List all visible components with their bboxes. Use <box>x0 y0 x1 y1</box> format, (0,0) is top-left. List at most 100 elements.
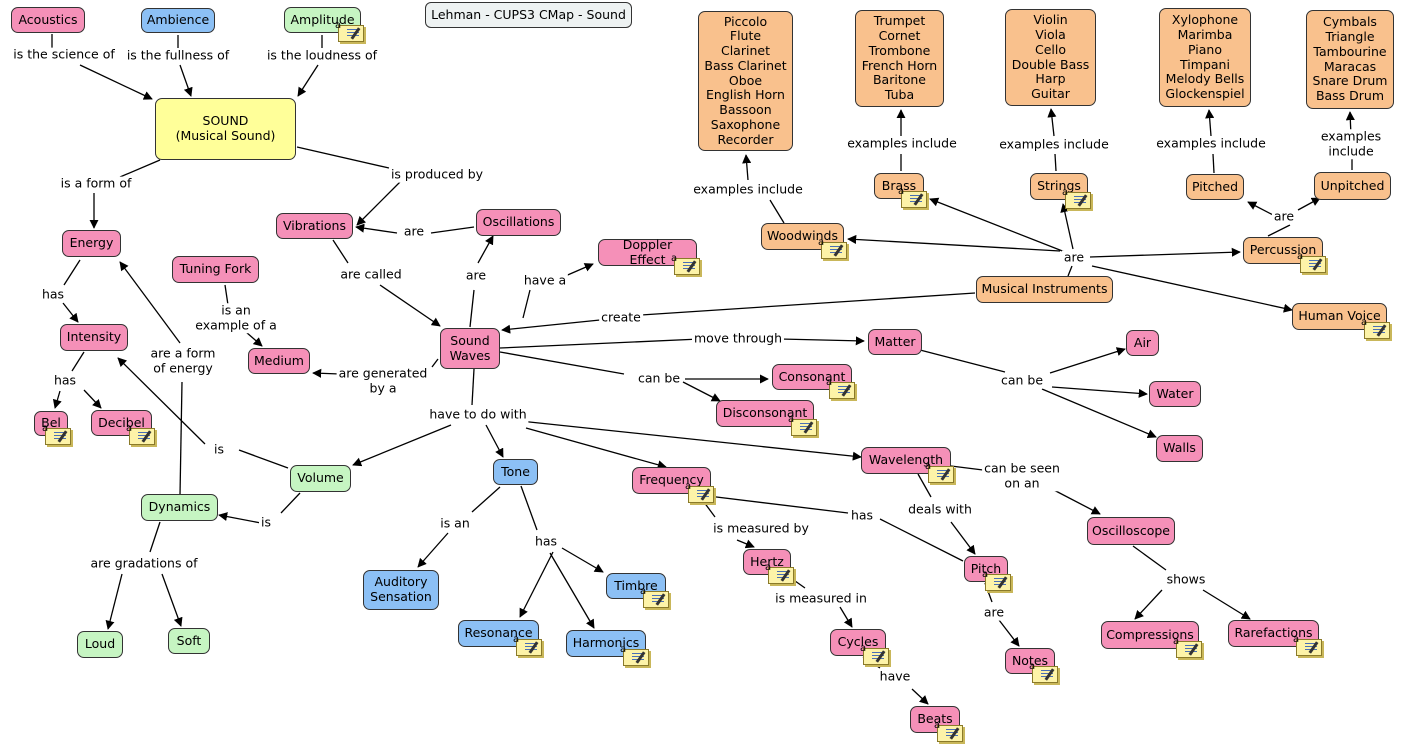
concept-consonant[interactable]: Consonant <box>772 364 852 390</box>
connector-line <box>430 226 475 234</box>
concept-tone[interactable]: Tone <box>493 459 538 485</box>
link-tone-has: has <box>532 533 560 550</box>
annotation-note-icon[interactable]: a <box>513 634 542 656</box>
annotation-note-icon[interactable]: a <box>126 423 155 445</box>
annotation-note-icon[interactable]: a <box>1297 251 1326 273</box>
connector-line <box>224 284 229 306</box>
concept-oscilloscope[interactable]: Oscilloscope <box>1087 517 1175 545</box>
link-loudness-of: is the loudness of <box>264 47 380 64</box>
concept-sound[interactable]: SOUND (Musical Sound) <box>155 98 296 160</box>
connector-line <box>218 512 262 524</box>
concept-unpitched-examples[interactable]: Cymbals Triangle Tambourine Maracas Snar… <box>1306 10 1394 109</box>
link-are-called: are called <box>338 266 404 283</box>
concept-tuning-fork[interactable]: Tuning Fork <box>172 256 259 283</box>
concept-doppler-effect[interactable]: Doppler Effect <box>598 237 697 266</box>
connector-line <box>1247 201 1276 217</box>
connector-line <box>1054 153 1057 172</box>
connector-line <box>1297 197 1321 211</box>
connector-line <box>312 368 341 378</box>
annotation-note-icon[interactable]: a <box>788 414 817 436</box>
concept-pitched[interactable]: Pitched <box>1186 174 1244 200</box>
concept-musical-instruments[interactable]: Musical Instruments <box>976 276 1113 303</box>
concept-hertz[interactable]: Hertz <box>743 549 791 575</box>
concept-auditory-sensation[interactable]: Auditory Sensation <box>363 570 439 610</box>
concept-woodwinds-examples[interactable]: Piccolo Flute Clarinet Bass Clarinet Obo… <box>698 11 793 151</box>
link-volume-is: is <box>212 441 226 458</box>
concept-ambience[interactable]: Ambience <box>141 8 215 33</box>
connector-line <box>356 181 401 226</box>
annotation-note-icon[interactable]: a <box>640 586 669 608</box>
connector-line <box>911 688 929 705</box>
link-is-dynamics: is <box>259 514 273 531</box>
concept-matter[interactable]: Matter <box>868 329 922 355</box>
annotation-note-icon[interactable]: a <box>765 562 794 584</box>
annotation-note-icon[interactable]: a <box>620 644 649 666</box>
concept-volume[interactable]: Volume <box>290 465 351 492</box>
concept-unpitched[interactable]: Unpitched <box>1314 172 1391 200</box>
concept-sound-waves[interactable]: Sound Waves <box>440 328 500 369</box>
concept-disconsonant[interactable]: Disconsonant <box>716 400 814 427</box>
concept-brass[interactable]: Brass <box>874 173 924 199</box>
concept-acoustics[interactable]: Acoustics <box>11 7 85 33</box>
link-percussion-are: are <box>1271 208 1297 225</box>
connector-line <box>179 64 193 97</box>
concept-water[interactable]: Water <box>1149 381 1201 407</box>
concept-intensity[interactable]: Intensity <box>60 324 128 351</box>
annotation-note-icon[interactable]: a <box>982 569 1011 591</box>
concept-vibrations[interactable]: Vibrations <box>276 213 353 239</box>
concept-oscillations[interactable]: Oscillations <box>476 209 561 236</box>
connector-line <box>117 357 206 445</box>
link-oscillations-are: are <box>401 223 427 240</box>
map-title: Lehman - CUPS3 CMap - Sound <box>425 2 632 28</box>
connector-line <box>519 420 862 461</box>
link-science-of: is the science of <box>11 46 117 63</box>
concept-human-voice[interactable]: Human Voice <box>1292 303 1387 330</box>
concept-soft[interactable]: Soft <box>168 628 210 654</box>
annotation-note-icon[interactable]: a <box>934 720 963 742</box>
annotation-note-icon[interactable]: a <box>826 377 855 399</box>
connector-line <box>769 199 785 224</box>
annotation-note-icon[interactable]: a <box>1361 317 1390 339</box>
annotation-note-icon[interactable]: a <box>1173 636 1202 658</box>
connector-line <box>917 473 932 498</box>
annotation-note-icon[interactable]: a <box>1293 634 1322 656</box>
concept-energy[interactable]: Energy <box>62 230 121 257</box>
concept-medium[interactable]: Medium <box>248 348 310 374</box>
connector-line <box>1049 487 1101 515</box>
connector-line <box>1267 224 1291 237</box>
connector-line <box>1091 265 1293 313</box>
annotation-note-icon[interactable]: a <box>1062 187 1091 209</box>
annotation-note-icon[interactable]: a <box>860 643 889 665</box>
connector-line <box>105 573 123 630</box>
connector-line <box>1212 153 1215 174</box>
connector-line <box>699 491 849 514</box>
connector-line <box>63 259 81 286</box>
link-has-intensity: has <box>39 286 67 303</box>
concept-loud[interactable]: Loud <box>77 631 123 658</box>
concept-walls[interactable]: Walls <box>1156 435 1203 462</box>
connector-line <box>1134 589 1163 620</box>
concept-air[interactable]: Air <box>1126 330 1159 356</box>
annotation-note-icon[interactable]: a <box>925 461 954 483</box>
link-form-of-energy: are a form of energy <box>148 345 218 376</box>
annotation-note-icon[interactable]: a <box>685 481 714 503</box>
connector-line <box>79 64 153 100</box>
annotation-note-icon[interactable]: a <box>818 237 847 259</box>
concept-strings-examples[interactable]: Violin Viola Cello Double Bass Harp Guit… <box>1005 9 1096 106</box>
annotation-note-icon[interactable]: a <box>898 186 927 208</box>
connector-line <box>119 261 181 344</box>
concept-dynamics[interactable]: Dynamics <box>141 494 218 521</box>
link-examples-brass: examples include <box>845 135 959 152</box>
connector-line <box>83 389 102 409</box>
annotation-note-icon[interactable]: a <box>335 20 364 42</box>
annotation-note-icon[interactable]: a <box>42 423 71 445</box>
annotation-note-icon[interactable]: a <box>671 253 700 275</box>
concept-brass-examples[interactable]: Trumpet Cornet Trombone French Horn Bari… <box>855 10 944 107</box>
annotation-note-icon[interactable]: a <box>1029 661 1058 683</box>
connector-line <box>561 547 604 573</box>
connector-line <box>332 239 349 264</box>
connector-line <box>297 64 319 97</box>
concept-pitched-examples[interactable]: Xylophone Marimba Piano Timpani Melody B… <box>1159 8 1251 107</box>
concept-rarefactions[interactable]: Rarefactions <box>1228 620 1319 647</box>
connector-line <box>998 619 1020 647</box>
